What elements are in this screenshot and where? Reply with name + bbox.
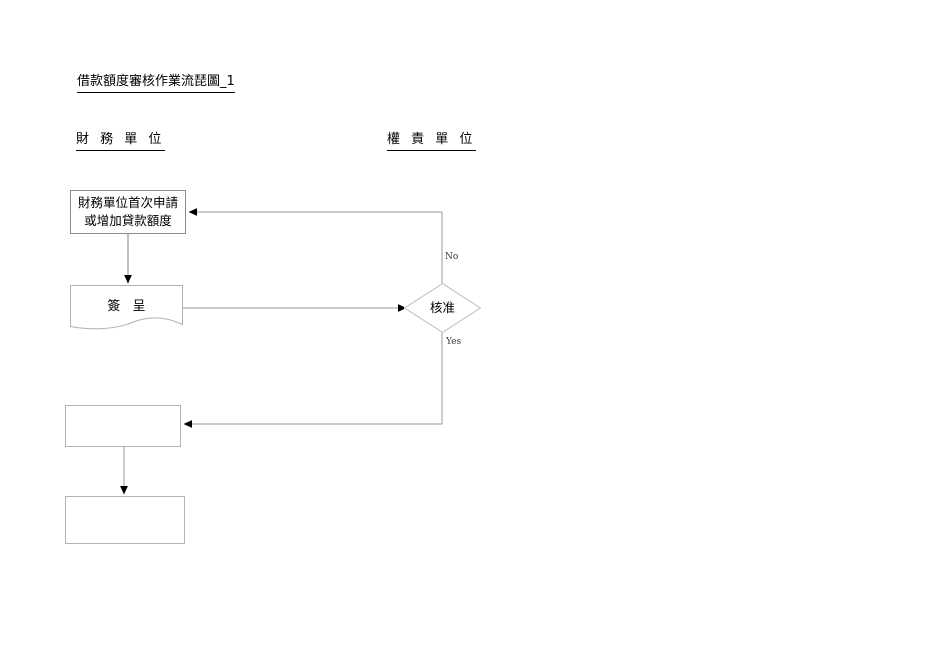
flow-node-blank1[interactable] xyxy=(65,405,181,447)
flow-node-memo-label: 簽 呈 xyxy=(107,299,150,314)
document-shape-icon xyxy=(70,285,183,330)
flow-node-blank2[interactable] xyxy=(65,496,185,544)
edge-label-yes: Yes xyxy=(446,337,462,347)
edge-label-no: No xyxy=(445,252,459,262)
edge-decision-no xyxy=(188,208,443,283)
flow-node-decision-label: 核准 xyxy=(429,300,455,315)
flow-node-memo[interactable]: 簽 呈 xyxy=(70,285,183,333)
page-title: 借款額度審核作業流琵圖_1 xyxy=(77,73,235,93)
flow-node-apply-label: 財務單位首次申請 或增加貸款額度 xyxy=(77,195,178,228)
flow-node-apply[interactable]: 財務單位首次申請 或增加貸款額度 xyxy=(70,190,186,234)
diamond-shape-icon xyxy=(404,283,481,333)
column-header-authority: 權 責 單 位 xyxy=(387,131,476,151)
edge-decision-yes xyxy=(183,333,443,428)
flow-node-decision[interactable]: 核准 xyxy=(404,283,481,333)
column-header-finance: 財 務 單 位 xyxy=(76,131,165,151)
